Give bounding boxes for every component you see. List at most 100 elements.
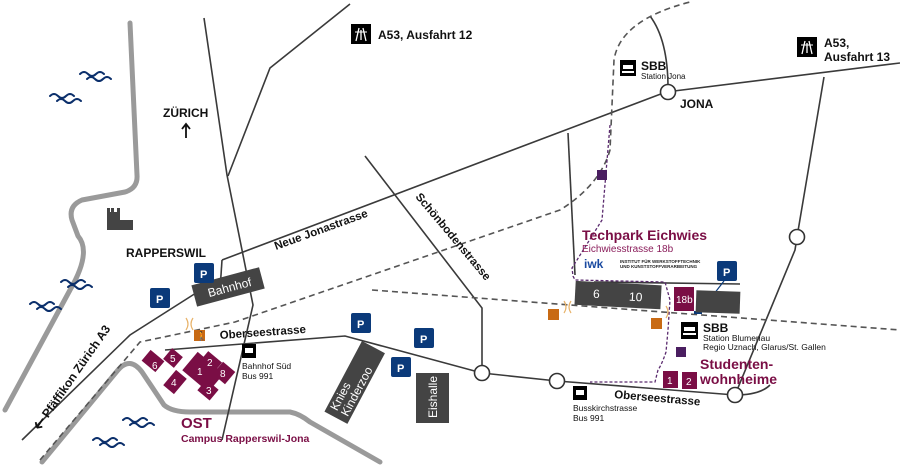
parking-sign[interactable]: P [194,263,214,283]
parking-sign[interactable]: P [414,328,434,348]
student-dorms[interactable]: 1 2 Studenten- wohnheime [663,356,777,389]
bus-stop-busskirchstrasse[interactable]: Busskirchstrasse Bus 991 [573,386,638,423]
pedestrian-icon [651,318,662,329]
bus-stop-bahnhof-sued[interactable]: Bahnhof Süd Bus 991 [242,344,291,381]
arrow-up-icon [181,122,191,138]
roundabout [473,364,491,382]
iwk-institute-line2: UND KUNSTSTOFFVERARBEITUNG [620,264,698,269]
station-blumenau-operator: SBB [703,321,729,335]
campus-building-6[interactable]: 6 [141,349,165,373]
pedestrian-icon [194,330,205,341]
parking-icon: P [397,363,404,375]
svg-text:3: 3 [206,386,212,397]
svg-text:2: 2 [207,358,213,369]
roundabout [659,83,677,101]
dorms-title-line1: Studenten- [700,356,773,372]
dorm-building-1[interactable] [663,371,678,388]
bus-stop-bahnhof-sued-name: Bahnhof Süd [242,361,291,371]
zurich-label: ZÜRICH [163,105,208,138]
target-building-18b[interactable]: 18b [674,287,694,311]
svg-text:4: 4 [171,378,177,389]
walking-route [571,124,671,383]
svg-text:1: 1 [197,367,203,378]
parking-icon: P [357,319,364,331]
svg-text:8: 8 [220,369,226,380]
svg-text:🚶: 🚶 [196,330,207,341]
station-jona-operator: SBB [641,59,667,73]
parking-icon: P [420,334,427,346]
campus-building-2[interactable]: 2 [197,351,223,375]
svg-text:5: 5 [170,354,176,365]
wave-icon [79,71,112,82]
techpark-address: Eichwiesstrasse 18b [582,244,674,255]
techpark-building-10: 10 [629,290,643,305]
walking-icon [597,170,607,180]
highway-exit-13-label-line1: A53, [824,36,849,50]
landmark-knies-kinderzoo[interactable]: Knies Kinderzoo [324,341,385,424]
techpark-title: Techpark Eichwies [582,227,707,243]
parking-sign[interactable]: P [150,288,170,308]
iwk-institute-line1: INSTITUT FÜR WERKSTOFFTECHNIK [620,258,701,264]
roundabout [726,386,744,404]
parking-sign[interactable]: P [391,357,411,377]
campus-building-4[interactable]: 4 [163,369,187,395]
iwk-logo: iwk [584,257,604,271]
lake-waves [29,71,155,448]
techpark-building-block[interactable]: 6 10 [574,280,662,310]
parking-icon: P [156,294,163,306]
svg-text:1: 1 [667,376,673,387]
target-building-label: 18b [676,295,693,306]
highway-exit-12-label: A53, Ausfahrt 12 [378,28,473,42]
roundabout [788,228,806,246]
techpark-eichwies[interactable]: Techpark Eichwies Eichwiesstrasse 18b iw… [582,227,707,271]
campus-building-5[interactable]: 5 [163,348,183,368]
eishalle-label: Eishalle [426,376,440,418]
campus-building-3[interactable]: 3 [197,379,219,401]
parking-icon: P [723,267,730,279]
roundabout [548,372,566,390]
castle-icon [107,208,133,230]
svg-text:2: 2 [686,377,692,388]
dorm-building-2[interactable] [682,372,697,389]
bus-stop-bahnhof-sued-line: Bus 991 [242,371,273,381]
place-name-jona: JONA [680,97,714,111]
station-jona[interactable]: SBB Station Jona [620,59,686,81]
highway-exit-13-label-line2: Ausfahrt 13 [824,50,890,64]
parking-icon: P [200,269,207,281]
shoreline [2,20,383,465]
station-blumenau-name: Station Blumenau [703,333,770,343]
wave-icon [122,417,155,428]
station-blumenau[interactable]: SBB Station Blumenau Regio Uznach, Glaru… [681,321,826,352]
pedestrian-underpass [548,300,572,320]
place-name-rapperswil: RAPPERSWIL [126,246,206,260]
walking-icon [676,347,686,357]
landmark-eishalle[interactable]: Eishalle [416,373,449,423]
dorms-title-line2: wohnheime [699,371,777,387]
wave-icon [49,93,82,104]
campus-buildings: 6 5 1 2 8 4 3 [141,348,236,401]
techpark-building-6: 6 [593,287,601,301]
station-jona-name: Station Jona [641,72,686,81]
street-neue-jonastrasse: Neue Jonastrasse [273,208,370,253]
techpark-building-east [695,290,741,314]
campus-building-8[interactable]: 8 [212,361,236,385]
roundabouts [473,83,806,404]
a3-direction-label: Pfäffikon Zürich A3 [39,322,113,420]
highway-exit-13[interactable]: A53, Ausfahrt 13 [797,36,890,64]
bus-stop-busskirchstrasse-line: Bus 991 [573,413,604,423]
campus-title: OST [181,415,212,432]
wave-icon [60,279,93,290]
highway-exit-12[interactable]: A53, Ausfahrt 12 [351,24,473,44]
campus-building-1[interactable]: 1 [182,351,224,393]
svg-text:6: 6 [152,361,158,372]
place-name-zurich: ZÜRICH [163,105,208,120]
pedestrian-icon [548,309,559,320]
railways [39,1,900,461]
pedestrian-underpass [651,305,669,329]
parking-signs: P P P P P P [150,261,737,377]
wave-icon [29,301,62,312]
bus-stop-busskirchstrasse-name: Busskirchstrasse [573,403,638,413]
wave-icon [92,437,125,448]
parking-sign[interactable]: P [351,313,371,333]
